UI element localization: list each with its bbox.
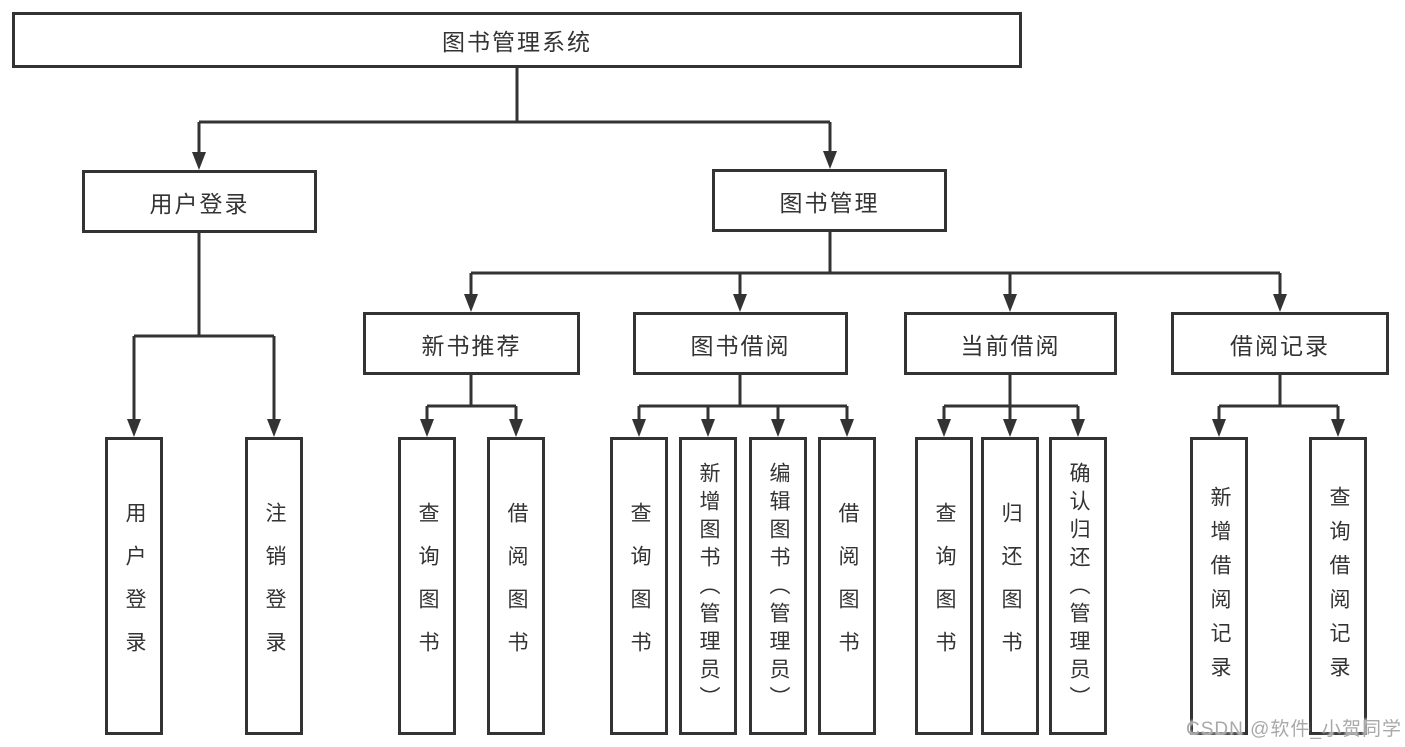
node-label: 归还图书 bbox=[999, 502, 1022, 674]
node-leaf-edit-books-admin: 编辑图书（管理员） bbox=[749, 437, 807, 735]
node-leaf-query-borrow-record: 查询借阅记录 bbox=[1309, 437, 1367, 735]
node-label: 新书推荐 bbox=[421, 332, 522, 359]
node-label: 查询图书 bbox=[628, 502, 651, 674]
node-label: 确认归还（管理员） bbox=[1067, 462, 1090, 714]
node-book-borrowing: 图书借阅 bbox=[633, 312, 848, 375]
node-label: 查询图书 bbox=[933, 502, 956, 674]
node-label: 查询借阅记录 bbox=[1327, 486, 1350, 690]
node-label: 编辑图书（管理员） bbox=[767, 462, 790, 714]
csdn-watermark: CSDN @软件_小贺同学 bbox=[1186, 719, 1402, 740]
node-label: 借阅图书 bbox=[836, 502, 859, 674]
node-new-book-recommend: 新书推荐 bbox=[363, 312, 580, 375]
node-label: 借阅图书 bbox=[505, 502, 528, 674]
node-label: 图书管理 bbox=[779, 189, 880, 216]
node-leaf-confirm-return-admin: 确认归还（管理员） bbox=[1049, 437, 1107, 735]
node-label: 新增借阅记录 bbox=[1208, 486, 1231, 690]
node-book-management: 图书管理 bbox=[712, 169, 947, 232]
node-current-borrowing: 当前借阅 bbox=[904, 312, 1117, 375]
node-leaf-return-books: 归还图书 bbox=[981, 437, 1039, 735]
node-leaf-current-query-books: 查询图书 bbox=[915, 437, 973, 735]
node-label: 用户登录 bbox=[149, 190, 250, 217]
node-leaf-borrow-books: 借阅图书 bbox=[818, 437, 876, 735]
node-label: 注销登录 bbox=[263, 502, 286, 674]
node-label: 当前借阅 bbox=[960, 332, 1061, 359]
node-label: 借阅记录 bbox=[1230, 332, 1330, 359]
node-leaf-add-borrow-record: 新增借阅记录 bbox=[1190, 437, 1248, 735]
node-leaf-user-login: 用户登录 bbox=[105, 437, 163, 735]
node-leaf-add-books-admin: 新增图书（管理员） bbox=[679, 437, 737, 735]
node-borrowing-records: 借阅记录 bbox=[1171, 312, 1389, 375]
node-root-library-management-system: 图书管理系统 bbox=[12, 12, 1022, 68]
arrowheads bbox=[127, 151, 1345, 437]
node-label: 图书管理系统 bbox=[442, 29, 592, 55]
node-user-login: 用户登录 bbox=[82, 170, 317, 233]
node-label: 用户登录 bbox=[123, 502, 146, 674]
node-label: 新增图书（管理员） bbox=[697, 462, 720, 714]
node-leaf-borrowing-query-books: 查询图书 bbox=[610, 437, 668, 735]
node-leaf-logout: 注销登录 bbox=[245, 437, 303, 735]
node-leaf-recommend-borrow-books: 借阅图书 bbox=[487, 437, 545, 735]
node-label: 图书借阅 bbox=[690, 332, 791, 359]
node-leaf-recommend-query-books: 查询图书 bbox=[398, 437, 456, 735]
node-label: 查询图书 bbox=[416, 502, 439, 674]
